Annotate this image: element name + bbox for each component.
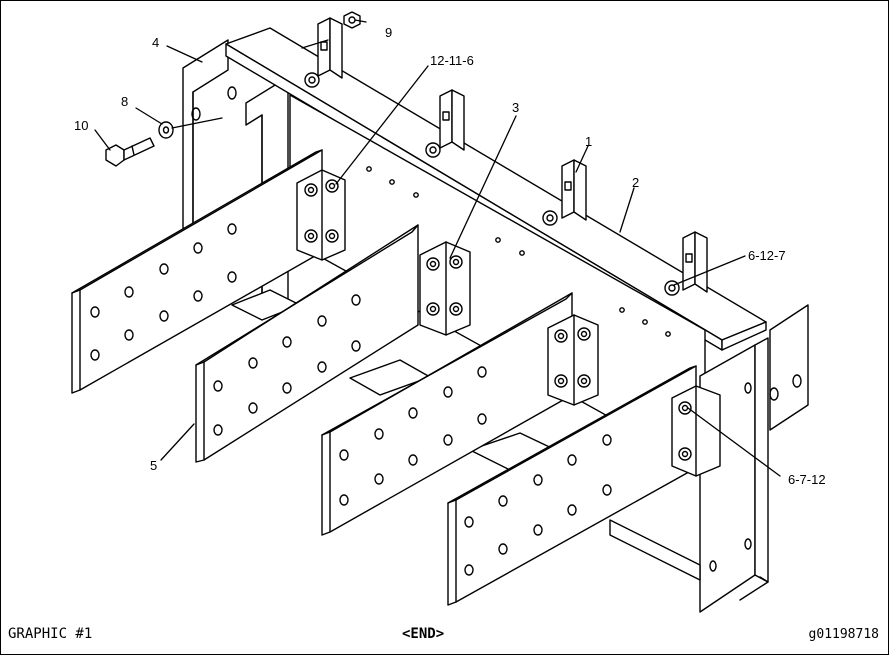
callout-2: 2	[632, 175, 639, 190]
callout-labels: 9 4 12-11-6 8 10 3 1 2 6-12-7 5 6-7-12	[74, 25, 826, 487]
end-marker: <END>	[402, 626, 445, 642]
graphic-number-label: GRAPHIC #1	[8, 626, 93, 642]
callout-5: 5	[150, 458, 157, 473]
bracket-3	[547, 314, 599, 406]
clip-3	[542, 159, 587, 226]
perforated-plate-3	[321, 292, 573, 536]
hardware-bolt	[105, 137, 155, 167]
callout-4: 4	[152, 35, 159, 50]
callout-12-11-6: 12-11-6	[430, 53, 474, 68]
callout-1: 1	[585, 134, 592, 149]
perforated-plate-2	[195, 224, 419, 463]
plate-4-holes	[464, 434, 612, 576]
callout-3: 3	[512, 100, 519, 115]
graphic-id: g01198718	[808, 627, 879, 642]
terminal-clips	[304, 17, 708, 296]
plate-1-holes	[90, 223, 237, 361]
callout-8: 8	[121, 94, 128, 109]
callout-10: 10	[74, 118, 88, 133]
clip-4	[664, 231, 708, 296]
plate-3-holes	[339, 366, 487, 506]
bracket-2	[419, 241, 471, 336]
bracket-4	[671, 385, 721, 477]
clip-1	[304, 17, 343, 88]
bracket-1	[296, 169, 346, 261]
callout-6-7-12: 6-7-12	[788, 472, 826, 487]
exploded-assembly-diagram: 9 4 12-11-6 8 10 3 1 2 6-12-7 5 6-7-12	[71, 11, 826, 613]
leader-lines	[94, 19, 781, 477]
back-plate-holes	[366, 166, 671, 337]
callout-6-12-7: 6-12-7	[748, 248, 786, 263]
clip-2	[425, 89, 465, 158]
callout-9: 9	[385, 25, 392, 40]
plate-2-holes	[213, 294, 361, 436]
hardware-washer	[158, 121, 174, 139]
